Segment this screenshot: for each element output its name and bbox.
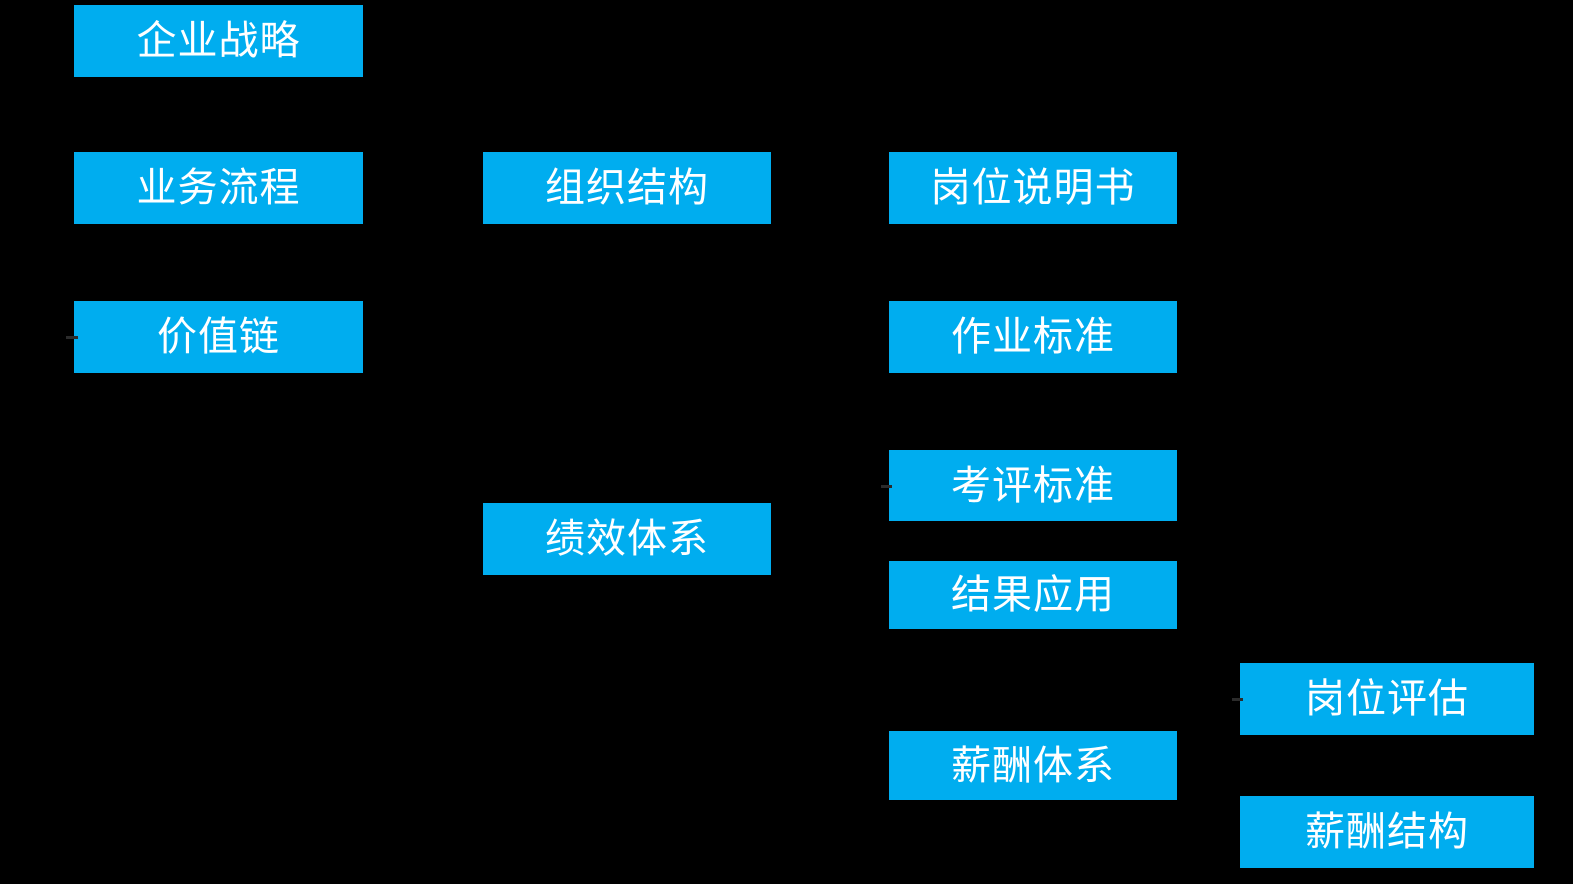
connector-stub-job-evaluation [1232,698,1243,701]
node-label: 业务流程 [136,166,301,210]
node-label: 作业标准 [951,315,1115,359]
node-label: 价值链 [157,315,280,359]
node-job-evaluation[interactable]: 岗位评估 [1240,663,1534,735]
node-job-description[interactable]: 岗位说明书 [889,152,1177,224]
node-compensation-system[interactable]: 薪酬体系 [889,731,1177,800]
node-compensation-structure[interactable]: 薪酬结构 [1240,796,1534,868]
node-label: 组织结构 [545,166,709,210]
node-label: 结果应用 [951,573,1115,617]
node-label: 薪酬结构 [1305,810,1469,854]
node-value-chain[interactable]: 价值链 [74,301,363,373]
node-enterprise-strategy[interactable]: 企业战略 [74,5,363,77]
node-label: 考评标准 [951,463,1115,508]
node-performance-system[interactable]: 绩效体系 [483,503,771,575]
node-result-application[interactable]: 结果应用 [889,561,1177,629]
node-work-standard[interactable]: 作业标准 [889,301,1177,373]
node-label: 绩效体系 [545,517,709,561]
node-org-structure[interactable]: 组织结构 [483,152,771,224]
node-business-process[interactable]: 业务流程 [74,152,363,224]
connector-stub-appraisal-standard [881,485,892,488]
node-label: 薪酬体系 [951,743,1115,788]
connector-stub-value-chain [66,336,78,339]
node-label: 岗位评估 [1305,677,1469,721]
node-label: 岗位说明书 [930,166,1136,210]
node-appraisal-standard[interactable]: 考评标准 [889,450,1177,521]
node-label: 企业战略 [136,19,301,63]
